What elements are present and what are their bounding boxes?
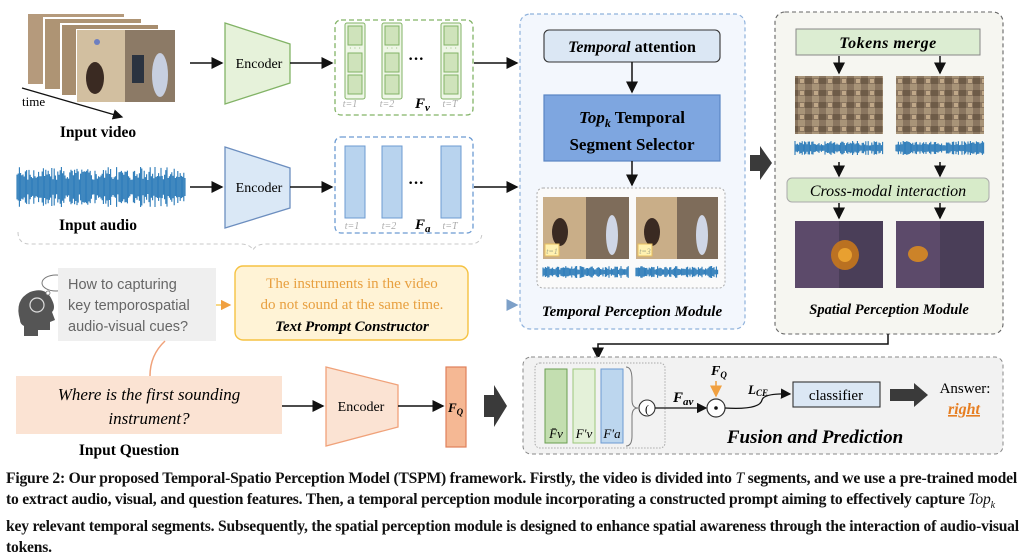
segment-frame-1: t=1: [543, 197, 629, 259]
fusion-and-prediction-module: F̄v F′v F′a ( Fav FQ LCE classifier Answ…: [522, 356, 1004, 455]
svg-text:do not sound at the same time.: do not sound at the same time.: [261, 297, 444, 313]
svg-text:· · ·: · · ·: [386, 44, 398, 53]
cross-modal-interaction-box: Cross-modal interaction: [786, 177, 990, 203]
loss-ce-symbol: LCE: [747, 382, 768, 398]
video-feature-column: · · ·: [344, 22, 366, 100]
svg-text:t=T: t=T: [442, 221, 459, 232]
segment-waveform-2: [635, 266, 719, 278]
svg-text:Text Prompt Constructor: Text Prompt Constructor: [275, 319, 429, 335]
svg-text:t=1: t=1: [343, 99, 358, 110]
spatial-perception-module: Tokens merge Cross-modal interaction Spa…: [774, 11, 1004, 335]
attention-map-2: [896, 221, 984, 288]
waveform-path: [635, 266, 719, 278]
audio-features-box: ··· t=1 t=2 t=T Fa: [334, 136, 474, 235]
svg-text:t=1: t=1: [345, 221, 360, 232]
svg-text:Temporal attention: Temporal attention: [568, 39, 696, 56]
video-frame-front: [76, 29, 176, 103]
answer-label: Answer:: [940, 381, 991, 397]
audio-encoder: Encoder: [224, 146, 291, 229]
video-feature-column: · · ·: [440, 22, 462, 100]
svg-text:t=2: t=2: [382, 221, 397, 232]
question-encoder: Encoder: [325, 366, 399, 447]
flow-arrow-question-to-fusion: [484, 385, 507, 427]
thinking-question-box: How to capturing key temporospatial audi…: [58, 268, 216, 341]
svg-text:F̄v: F̄v: [548, 426, 563, 441]
svg-text:Tokens merge: Tokens merge: [839, 35, 936, 52]
input-question-box: Where is the first sounding instrument?: [16, 376, 282, 434]
waveform-path: [895, 141, 985, 155]
tokens-merge-box: Tokens merge: [795, 28, 981, 56]
topk-term: Topk: [968, 491, 995, 512]
fusion-module-title: Fusion and Prediction: [726, 427, 903, 448]
topk-segment-selector: Topk Temporal Segment Selector: [543, 94, 721, 162]
svg-text:Encoder: Encoder: [338, 400, 385, 415]
input-audio-waveform: [16, 167, 186, 207]
svg-text:F′a: F′a: [602, 426, 621, 441]
svg-text:The instruments in the video: The instruments in the video: [266, 276, 438, 292]
video-encoder: Encoder: [224, 22, 291, 105]
visual-prime-bar: F′v: [572, 368, 596, 444]
time-label: time: [22, 94, 45, 109]
svg-text:t=3: t=3: [639, 247, 651, 256]
svg-text:t=T: t=T: [442, 99, 459, 110]
merged-tokens-image-1: [795, 76, 883, 134]
video-features-box: · · · · · · · · · ··· t=1 t=2 t=T Fv: [334, 19, 474, 116]
spatial-waveform-2: [895, 141, 985, 155]
svg-text:FQ: FQ: [447, 400, 464, 417]
svg-text:audio-visual cues?: audio-visual cues?: [68, 319, 188, 335]
spatial-module-title: Spatial Perception Module: [809, 302, 969, 318]
svg-text:How to capturing: How to capturing: [68, 277, 177, 293]
svg-text:· · ·: · · ·: [445, 44, 457, 53]
question-feature-fq: FQ: [445, 366, 467, 448]
temporal-perception-module: Temporal attention Topk Temporal Segment…: [519, 13, 746, 330]
spatial-waveform-1: [794, 141, 884, 155]
waveform-path: [542, 266, 629, 278]
connector-spatial-to-fusion: [592, 334, 889, 360]
svg-text:Where is the first sounding: Where is the first sounding: [58, 385, 241, 404]
waveform-path: [794, 141, 884, 155]
svg-text:instrument?: instrument?: [108, 409, 190, 428]
svg-text:t=2: t=2: [380, 99, 395, 110]
answer-value: right: [948, 401, 981, 418]
fa-symbol: Fa: [414, 217, 431, 235]
segment-waveform-1: [542, 266, 629, 278]
svg-text:···: ···: [408, 175, 424, 192]
fav-symbol: Fav: [672, 390, 694, 408]
waveform-path: [16, 167, 186, 207]
svg-text:F′v: F′v: [575, 426, 593, 441]
figure-caption: Figure 2: Our proposed Temporal-Spatio P…: [6, 470, 1019, 557]
segment-frame-2: t=3: [636, 197, 718, 259]
svg-text:Cross-modal interaction: Cross-modal interaction: [810, 183, 966, 200]
fused-visual-bar: F̄v: [544, 368, 568, 444]
attention-map-1: [795, 221, 883, 288]
svg-text:· · ·: · · ·: [349, 44, 361, 53]
svg-text:key temporospatial: key temporospatial: [68, 298, 190, 314]
video-feature-column: · · ·: [381, 22, 403, 100]
text-prompt-constructor: The instruments in the video do not soun…: [234, 265, 469, 341]
temporal-module-title: Temporal Perception Module: [542, 304, 723, 320]
fq-symbol: FQ: [710, 364, 727, 380]
svg-text:Segment Selector: Segment Selector: [569, 135, 695, 154]
flow-arrow-to-answer: [890, 383, 928, 407]
flow-arrow-temporal-to-spatial: [750, 146, 772, 180]
svg-text:Encoder: Encoder: [236, 57, 283, 72]
svg-text:classifier: classifier: [809, 388, 863, 404]
audio-prime-bar: F′a: [600, 368, 624, 444]
temporal-attention-box: Temporal attention: [543, 29, 721, 63]
svg-text:t=1: t=1: [546, 247, 558, 256]
input-video-frames: [21, 12, 176, 120]
svg-text:Topk Temporal: Topk Temporal: [579, 108, 685, 130]
classifier-box: classifier: [792, 381, 881, 408]
framework-diagram: time Input video Input audio Encoder Enc…: [16, 11, 1004, 459]
merged-tokens-image-2: [896, 76, 984, 134]
svg-text:Encoder: Encoder: [236, 181, 283, 196]
input-question-label: Input Question: [79, 442, 180, 459]
fv-symbol: Fv: [414, 96, 430, 114]
input-video-label: Input video: [60, 124, 136, 141]
svg-text:(: (: [645, 402, 649, 416]
ellipsis: ···: [408, 51, 424, 68]
input-bracket: [17, 231, 483, 252]
selected-segments: t=1 t=3: [536, 187, 726, 289]
input-audio-label: Input audio: [59, 217, 137, 234]
